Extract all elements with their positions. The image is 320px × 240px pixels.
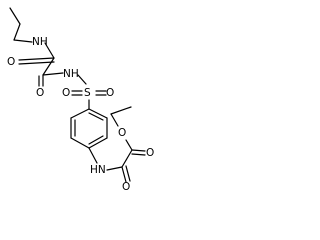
- bond-c-o1-b: [18, 61, 55, 65]
- bond-ring-n3: [88, 147, 98, 164]
- atom-label-O4: O: [106, 87, 114, 99]
- atom-label-S: S: [84, 87, 91, 99]
- bond-n1-c: [44, 42, 55, 59]
- bond-o5-ethyl: [110, 113, 119, 127]
- ring-edge-1: [88, 108, 108, 119]
- atom-label-O5: O: [118, 127, 126, 139]
- atom-label-N1: NH: [32, 36, 48, 48]
- ring-double-2: [88, 135, 104, 145]
- bond-c-o1-a: [18, 57, 55, 61]
- bond-propyl-3: [13, 39, 33, 43]
- bond-c-o6-b: [131, 153, 146, 156]
- atom-label-O2: O: [36, 87, 44, 99]
- ring-edge-3: [88, 137, 108, 149]
- atom-label-O6: O: [146, 147, 154, 159]
- bonds: [9, 7, 146, 183]
- bond-c-o7-a: [121, 166, 127, 183]
- ring-edge-6: [70, 108, 90, 119]
- bond-ethyl: [110, 106, 132, 115]
- chemical-structure-diagram: NH O O NH S O O O O HN O: [7, 7, 154, 193]
- bond-propyl-1: [9, 7, 21, 25]
- ring-edge-4: [70, 137, 90, 149]
- bond-propyl-2: [13, 23, 21, 41]
- atom-label-O1: O: [7, 56, 15, 68]
- bond-c-o6-a: [131, 149, 146, 152]
- bond-c-n2: [42, 72, 64, 76]
- bond-c-o5: [125, 139, 133, 151]
- atom-label-N2: NH: [63, 68, 79, 80]
- bond-c-c-oxalyl: [42, 57, 55, 76]
- bond-n2-s: [77, 74, 87, 85]
- bond-c-c-oxalyl-lower: [121, 149, 133, 168]
- atom-labels: NH O O NH S O O O O HN O: [7, 36, 154, 193]
- bond-c-o7-b: [125, 165, 131, 182]
- ring-double-1: [88, 112, 104, 121]
- atom-label-N3: HN: [90, 164, 106, 176]
- atom-label-O3: O: [62, 87, 70, 99]
- bond-n3-c: [106, 166, 123, 171]
- atom-label-O7: O: [122, 181, 130, 193]
